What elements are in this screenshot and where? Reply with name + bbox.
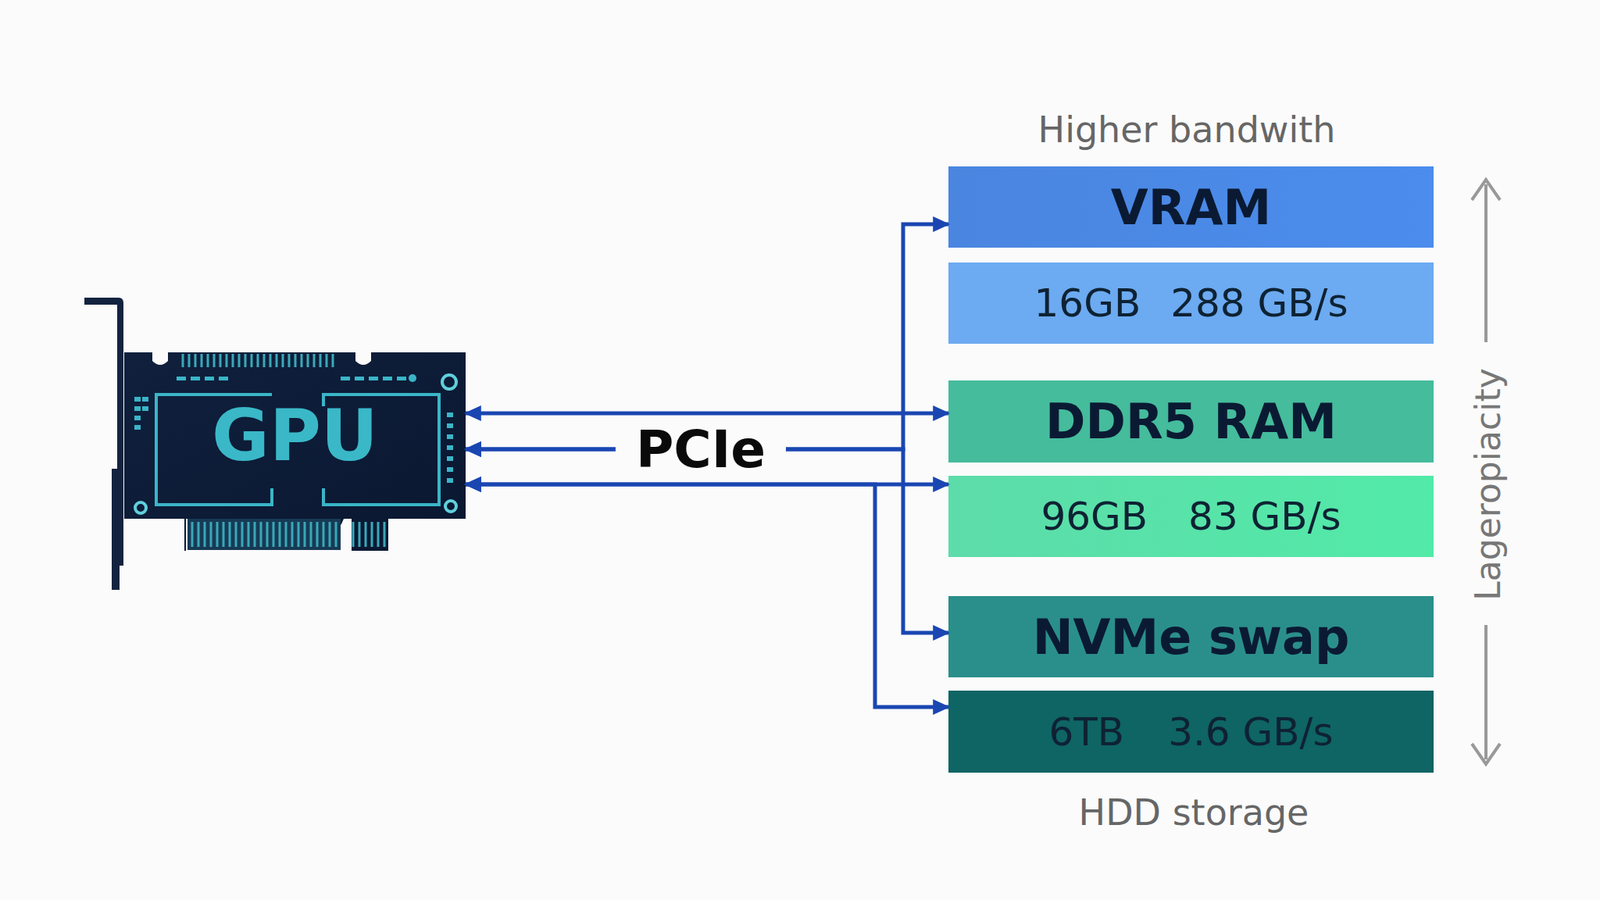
memory-tier-spec: 6TB 3.6 GB/s	[948, 690, 1434, 773]
axis-label: Lageropiacity	[1467, 367, 1508, 600]
memory-tier-header: NVMe swap	[948, 596, 1434, 678]
axis-label: HDD storage	[1078, 791, 1310, 834]
bus-connector	[465, 484, 949, 708]
tier-name: DDR5 RAM	[1045, 392, 1337, 450]
memory-tier-spec: 96GB 83 GB/s	[948, 475, 1434, 558]
bus-connector	[465, 224, 949, 450]
axis-label: Higher bandwith	[1038, 108, 1336, 151]
bus-connector	[465, 482, 949, 487]
memory-tier-spec: 16GB 288 GB/s	[948, 262, 1434, 344]
chip-label: GPU	[211, 394, 379, 477]
capacity-value: 6TB	[1048, 709, 1125, 755]
bus-label: PCIe	[615, 419, 786, 480]
tier-name: VRAM	[1110, 178, 1272, 236]
bus-connector	[465, 411, 949, 416]
memory-tier-header: VRAM	[948, 166, 1434, 248]
tier-name: NVMe swap	[1032, 608, 1350, 666]
bandwidth-value: 3.6 GB/s	[1167, 709, 1333, 755]
memory-tier-header: DDR5 RAM	[948, 380, 1434, 463]
gpu-chip: GPU	[124, 352, 466, 519]
bandwidth-value: 83 GB/s	[1188, 493, 1341, 540]
bandwidth-value: 288 GB/s	[1170, 280, 1348, 326]
capacity-value: 96GB	[1040, 493, 1148, 540]
capacity-value: 16GB	[1034, 280, 1142, 326]
